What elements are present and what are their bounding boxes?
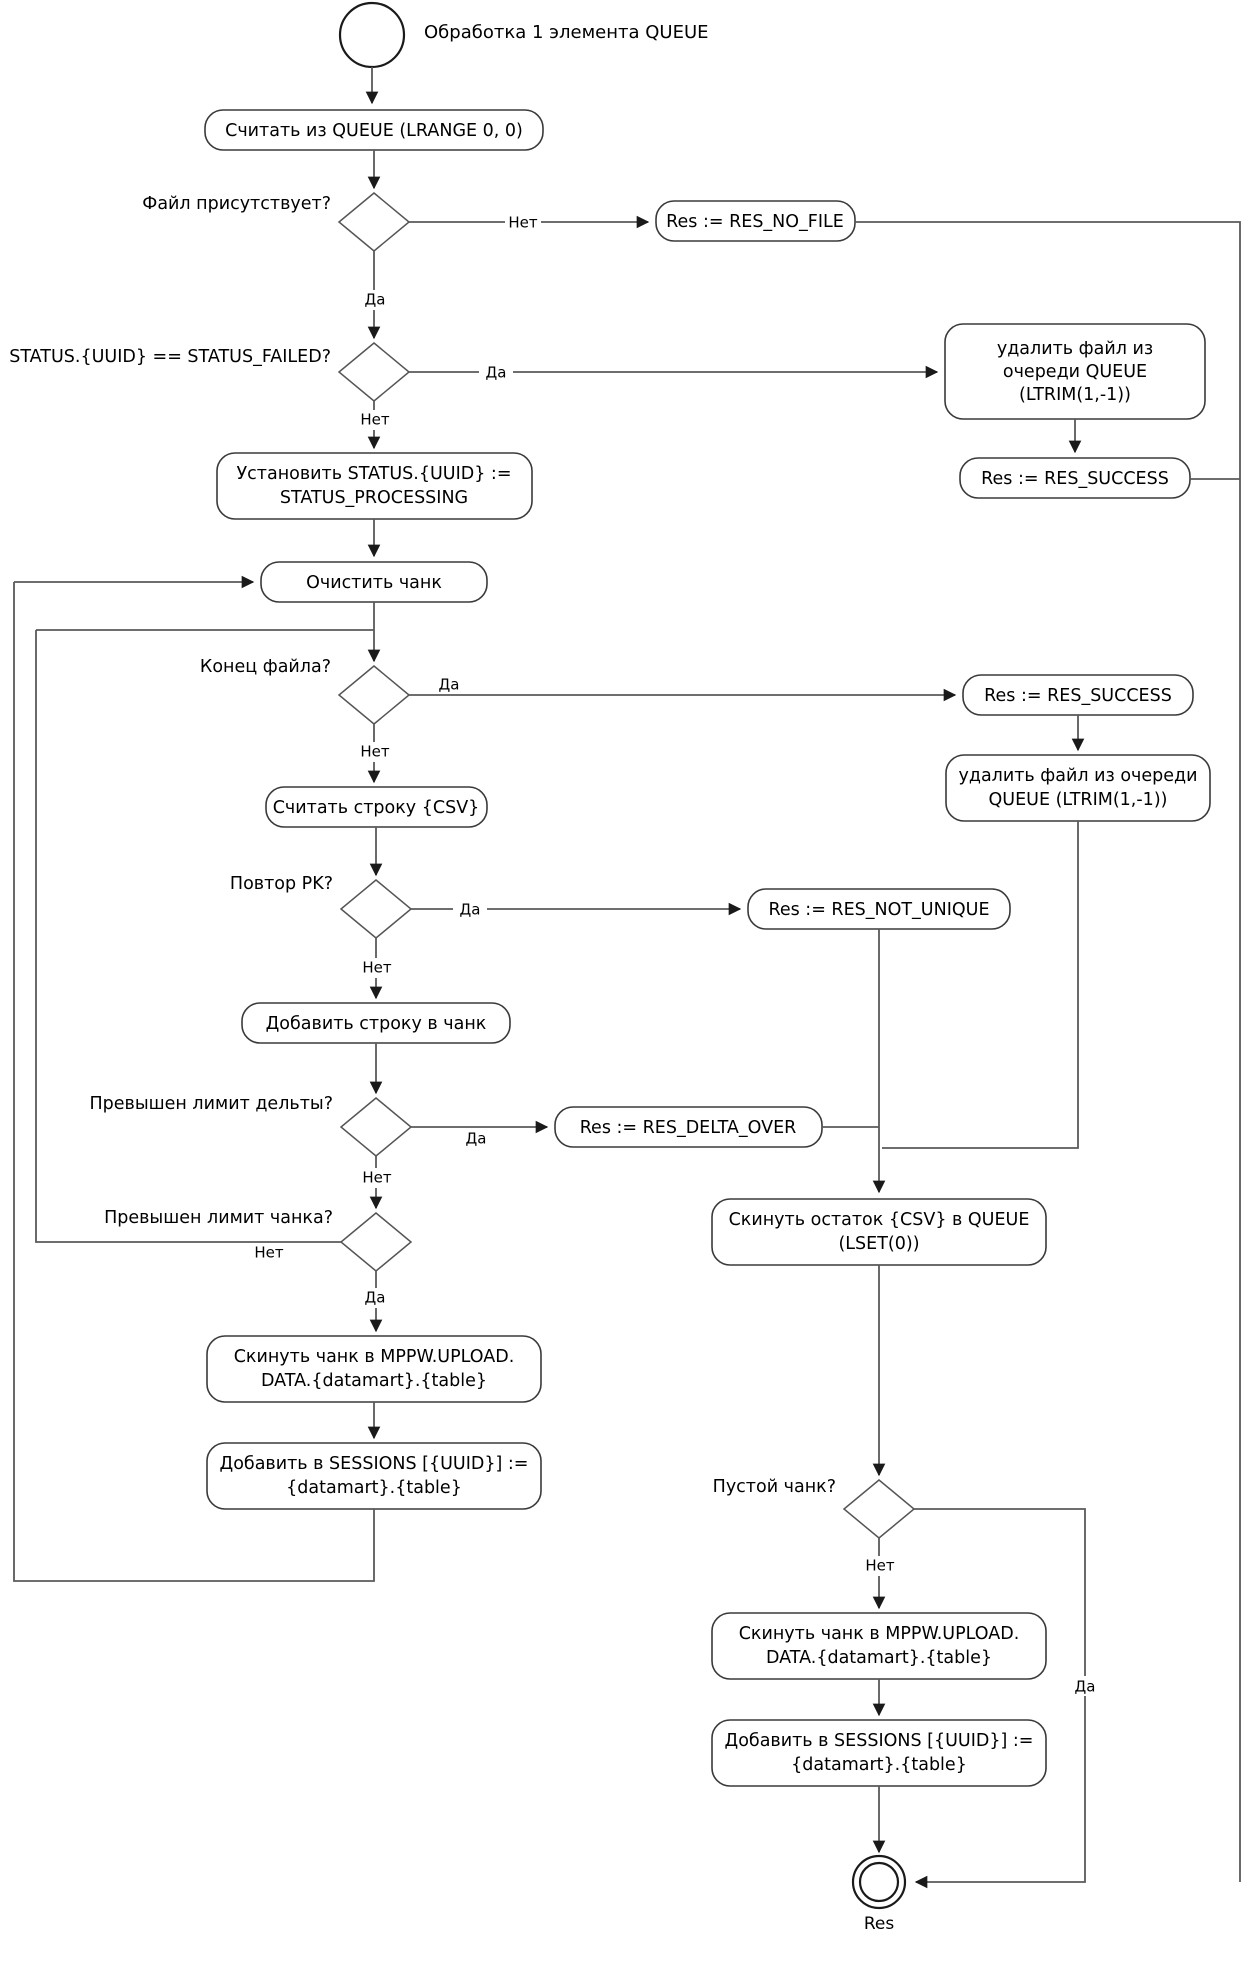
node-res-no-file-label: Res := RES_NO_FILE bbox=[666, 212, 844, 232]
node-set-status bbox=[216, 452, 533, 520]
node-read-csv-row-label: Считать строку {CSV} bbox=[273, 798, 480, 818]
edge-label-bg-9 bbox=[459, 1128, 493, 1148]
node-add-sessions-2-line1: Добавить в SESSIONS [{UUID}] := bbox=[725, 1731, 1034, 1751]
edge-label-chunk-limit-yes: Да bbox=[365, 1289, 386, 1307]
decision-status-failed-label: STATUS.{UUID} == STATUS_FAILED? bbox=[9, 347, 331, 367]
edge-label-bg-1 bbox=[505, 212, 541, 232]
edge-label-bg-12 bbox=[358, 1288, 392, 1308]
start-node bbox=[338, 1, 406, 69]
edge-label-file-exists-yes: Да bbox=[365, 291, 386, 309]
node-flush-chunk-2-line2: DATA.{datamart}.{table} bbox=[766, 1648, 992, 1668]
edge-label-status-failed-no: Нет bbox=[360, 411, 390, 429]
node-remove-file-1-line2: очереди QUEUE bbox=[1003, 362, 1147, 382]
node-add-sessions-1-line2: {datamart}.{table} bbox=[286, 1478, 462, 1498]
node-res-success-1 bbox=[959, 457, 1191, 499]
edge-res-no-file-to-end-rail bbox=[855, 221, 1241, 1882]
node-set-status-line1: Установить STATUS.{UUID} := bbox=[237, 464, 512, 484]
edge-label-file-exists-no: Нет bbox=[508, 214, 538, 232]
edge-label-empty-chunk-no: Нет bbox=[865, 1557, 895, 1575]
edge-label-delta-limit-no: Нет bbox=[362, 1169, 392, 1187]
node-flush-chunk-1-line1: Скинуть чанк в MPPW.UPLOAD. bbox=[234, 1347, 515, 1367]
node-remove-file-1-line3: (LTRIM(1,-1)) bbox=[1019, 385, 1131, 405]
edge-label-delta-limit-yes: Да bbox=[466, 1130, 487, 1148]
edge-label-bg-2 bbox=[358, 290, 392, 310]
edge-add-sessions-1-loop-back bbox=[13, 582, 375, 1582]
node-flush-rest-csv-line2: (LSET(0)) bbox=[838, 1234, 919, 1254]
node-remove-file-2-line2: QUEUE (LTRIM(1,-1)) bbox=[989, 790, 1168, 810]
node-res-no-file bbox=[655, 200, 856, 242]
node-set-status-line2: STATUS_PROCESSING bbox=[280, 488, 468, 508]
edge-label-eof-no: Нет bbox=[360, 743, 390, 761]
decision-eof-label: Конец файла? bbox=[200, 657, 331, 677]
node-add-row-chunk-label: Добавить строку в чанк bbox=[266, 1014, 487, 1034]
node-flush-rest-csv-line1: Скинуть остаток {CSV} в QUEUE bbox=[729, 1210, 1030, 1230]
node-remove-file-2-line1: удалить файл из очереди bbox=[958, 766, 1197, 786]
decision-empty-chunk-label: Пустой чанк? bbox=[713, 1477, 836, 1497]
diagram-title: Обработка 1 элемента QUEUE bbox=[424, 22, 709, 43]
node-flush-chunk-2-line1: Скинуть чанк в MPPW.UPLOAD. bbox=[739, 1624, 1020, 1644]
node-res-success-2-label: Res := RES_SUCCESS bbox=[984, 686, 1172, 706]
node-add-sessions-1 bbox=[206, 1442, 542, 1510]
node-flush-rest-csv bbox=[711, 1198, 1047, 1266]
edge-label-bg-7 bbox=[453, 899, 487, 919]
end-node-caption: Res bbox=[864, 1914, 895, 1934]
edge-label-bg-5 bbox=[432, 674, 466, 694]
decision-file-exists-label: Файл присутствует? bbox=[142, 194, 331, 214]
node-add-sessions-2 bbox=[711, 1719, 1047, 1787]
node-read-queue-label: Считать из QUEUE (LRANGE 0, 0) bbox=[225, 121, 523, 141]
node-res-not-unique-label: Res := RES_NOT_UNIQUE bbox=[768, 900, 989, 920]
node-remove-file-1-line1: удалить файл из bbox=[997, 339, 1153, 359]
edge-chunk-limit-no bbox=[35, 630, 341, 1243]
edge-label-bg-10 bbox=[358, 1168, 396, 1188]
edge-label-empty-chunk-yes: Да bbox=[1075, 1678, 1096, 1696]
node-flush-chunk-1 bbox=[206, 1335, 542, 1403]
edge-label-bg-3 bbox=[479, 362, 513, 382]
decision-chunk-limit-label: Превышен лимит чанка? bbox=[104, 1208, 333, 1228]
decision-delta-limit-label: Превышен лимит дельты? bbox=[89, 1094, 333, 1114]
edge-label-chunk-limit-no: Нет bbox=[254, 1244, 284, 1262]
node-clear-chunk-label: Очистить чанк bbox=[306, 573, 442, 593]
edge-label-bg-8 bbox=[358, 958, 396, 978]
edge-label-bg-14 bbox=[861, 1556, 899, 1576]
node-add-sessions-2-line2: {datamart}.{table} bbox=[791, 1755, 967, 1775]
edge-label-eof-yes: Да bbox=[439, 676, 460, 694]
edge-label-dup-pk-no: Нет bbox=[362, 959, 392, 977]
node-res-delta-over-label: Res := RES_DELTA_OVER bbox=[580, 1118, 797, 1138]
edge-label-bg-6 bbox=[356, 742, 394, 762]
node-remove-file-2 bbox=[945, 754, 1211, 822]
edge-label-dup-pk-yes: Да bbox=[460, 901, 481, 919]
edge-label-bg-13 bbox=[1068, 1676, 1102, 1696]
node-res-success-1-label: Res := RES_SUCCESS bbox=[981, 469, 1169, 489]
edge-label-bg-4 bbox=[356, 410, 394, 430]
node-flush-chunk-2 bbox=[711, 1612, 1047, 1680]
edge-label-bg-11 bbox=[250, 1243, 288, 1263]
node-add-sessions-1-line1: Добавить в SESSIONS [{UUID}] := bbox=[220, 1454, 529, 1474]
edge-remove-file-2-to-empty-chunk-rail bbox=[882, 821, 1079, 1149]
node-flush-chunk-1-line2: DATA.{datamart}.{table} bbox=[261, 1371, 487, 1391]
edge-label-status-failed-yes: Да bbox=[486, 364, 507, 382]
end-node-inner bbox=[858, 1861, 900, 1903]
decision-dup-pk-label: Повтор PK? bbox=[230, 874, 333, 894]
